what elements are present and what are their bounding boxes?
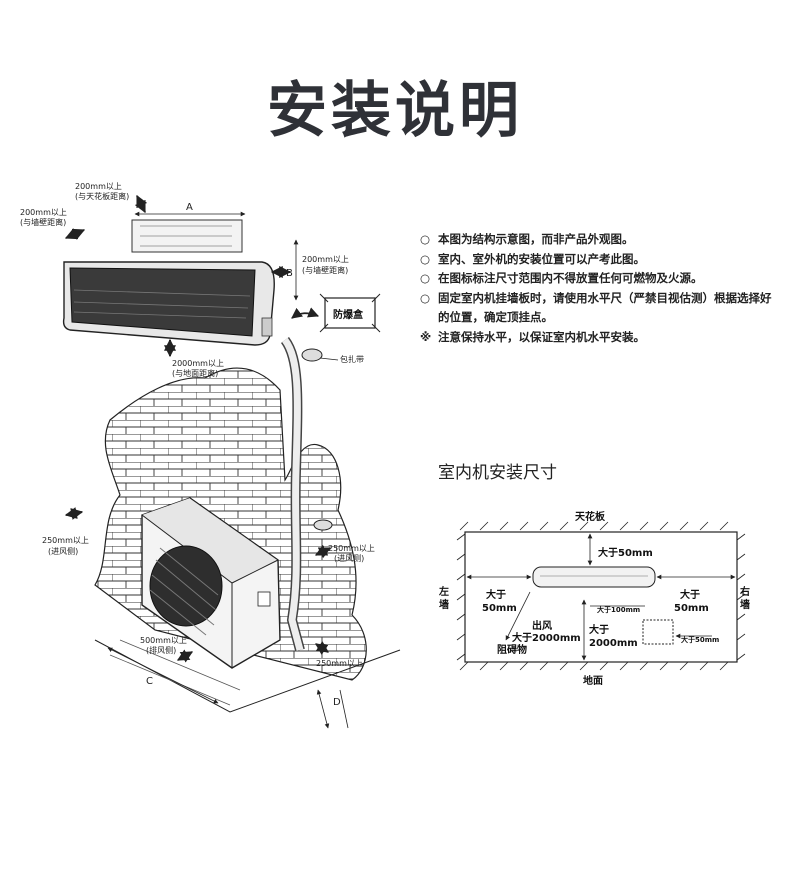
- right-gap-label: 大于: [680, 588, 700, 601]
- left-gap-value: 50mm: [482, 603, 517, 614]
- top-clearance-note: (与天花板距离): [75, 191, 129, 201]
- left-wall-label: 左: [438, 585, 449, 598]
- note-text: 室内、室外机的安装位置可以产考此图。: [438, 251, 645, 266]
- right-clearance-note: (与墙壁距离): [302, 265, 348, 275]
- strap-label: 包扎带: [340, 354, 364, 364]
- note-text: 在图标标注尺寸范围内不得放置任何可燃物及火源。: [438, 271, 703, 285]
- pipe-box-sketch: [642, 619, 674, 645]
- note-item: ○ 在图标标注尺寸范围内不得放置任何可燃物及火源。: [420, 269, 780, 289]
- bullet-icon: ○: [420, 290, 431, 305]
- bullet-icon: ○: [420, 251, 431, 266]
- right-wall-label: 右: [739, 585, 750, 598]
- airflow-label: 出风: [532, 619, 552, 632]
- note-text: 注意保持水平，以保证室内机水平安装。: [438, 329, 645, 344]
- right-gap-value: 50mm: [674, 603, 709, 614]
- note-item: ○ 室内、室外机的安装位置可以产考此图。: [420, 250, 780, 270]
- left-gap-label: 大于: [486, 588, 506, 601]
- note-item: ○ 本图为结构示意图，而非产品外观图。: [420, 230, 780, 250]
- page-title: 安装说明: [267, 76, 523, 146]
- dimension-a-label: A: [186, 202, 193, 213]
- outdoor-front-note: (排风侧): [146, 645, 176, 655]
- note-item: ※ 注意保持水平，以保证室内机水平安装。: [420, 328, 780, 348]
- floor-clearance-label: 2000mm以上: [172, 359, 224, 368]
- outdoor-left-note: (进风侧): [48, 546, 78, 556]
- top-clearance-label: 200mm以上: [75, 182, 122, 191]
- outdoor-left-label: 250mm以上: [42, 536, 89, 545]
- installation-notes: ○ 本图为结构示意图，而非产品外观图。 ○ 室内、室外机的安装位置可以产考此图。 ○…: [420, 230, 780, 347]
- asterisk-icon: ※: [420, 329, 432, 344]
- outdoor-back-label: 250mm以上: [316, 659, 363, 668]
- obstacle-label: 阻碍物: [497, 643, 527, 656]
- floor-label: 地面: [583, 674, 603, 687]
- outdoor-right-note: (进风侧): [334, 553, 364, 563]
- outdoor-right-label: 250mm以上: [328, 544, 375, 553]
- left-clearance-note: (与墙壁距离): [20, 217, 66, 227]
- floor-clearance-note: (与地面距离): [172, 368, 218, 378]
- airflow-distance: 大于2000mm: [512, 631, 581, 644]
- top-gap-label: 大于50mm: [598, 546, 653, 559]
- dimension-c-label: C: [146, 676, 153, 687]
- left-wall-label: 墙: [439, 598, 449, 611]
- pipe-gap-label: 大于100mm: [597, 605, 640, 614]
- fan-grille: [149, 545, 223, 627]
- floor-gap-value: 2000mm: [589, 638, 638, 649]
- right-wall-label: 墙: [740, 598, 750, 611]
- note-text: 本图为结构示意图，而非产品外观图。: [438, 232, 634, 246]
- ceiling-label: 天花板: [575, 510, 606, 523]
- explosion-proof-box: [324, 297, 376, 329]
- floor-gap-label: 大于: [589, 623, 609, 636]
- indoor-unit-sketch: [532, 566, 656, 588]
- note-text: 固定室内机挂墙板时，请使用水平尺（严禁目视估测）根据选择好的位置，确定顶挂点。: [438, 290, 772, 325]
- explosion-proof-box-label: 防爆盒: [333, 308, 364, 321]
- indoor-dimension-diagram: 天花板 地面 左 墙 右 墙 大于50mm 大于 50mm 大于 50mm 出风…: [438, 510, 750, 687]
- right-clearance-label: 200mm以上: [302, 255, 349, 264]
- bullet-icon: ○: [420, 232, 431, 246]
- dimension-d-label: D: [333, 697, 341, 708]
- outdoor-front-label: 500mm以上: [140, 636, 187, 645]
- strap-wrap: [301, 348, 323, 362]
- note-item: ○ 固定室内机挂墙板时，请使用水平尺（严禁目视估测）根据选择好的位置，确定顶挂点。: [420, 289, 780, 328]
- box-gap-label: 大于50mm: [681, 635, 719, 644]
- left-clearance-label: 200mm以上: [20, 208, 67, 217]
- indoor-section-title: 室内机安装尺寸: [438, 463, 557, 483]
- dimension-b-label: B: [286, 268, 293, 279]
- bullet-icon: ○: [420, 271, 431, 285]
